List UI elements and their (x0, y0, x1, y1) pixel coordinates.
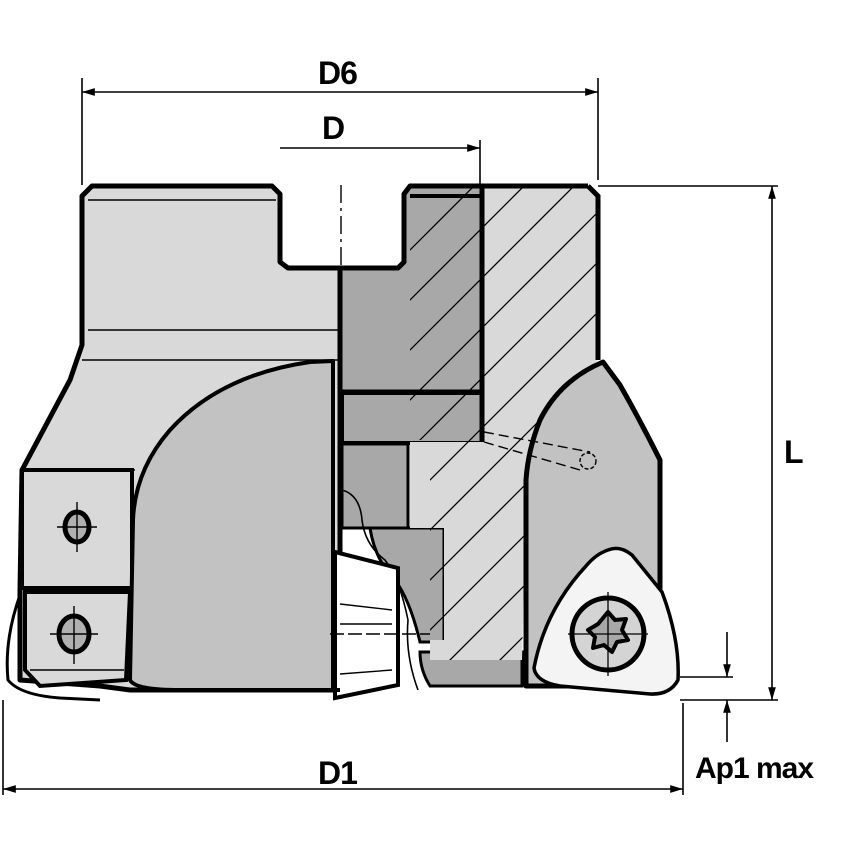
dimension-label-d6: D6 (318, 55, 358, 91)
screw-hole-icon (50, 606, 98, 664)
screw-hole-icon (57, 502, 97, 552)
dimension-lines (2, 78, 778, 795)
dimension-label-l: L (784, 434, 804, 470)
dimension-label-d1: D1 (318, 755, 358, 791)
hatched-section (410, 183, 601, 660)
clamp-screw-section (330, 549, 430, 701)
dimension-label-d: D (322, 110, 345, 146)
coolant-channel (483, 431, 591, 471)
insert-seat-left (5, 468, 134, 702)
coolant-outlet-icon (579, 452, 597, 470)
break-line (341, 489, 419, 691)
dimension-label-ap1-max: Ap1 max (695, 752, 814, 785)
drive-key-section (337, 183, 524, 688)
torx-screw-icon (568, 592, 648, 676)
chip-pocket-left (128, 359, 335, 692)
